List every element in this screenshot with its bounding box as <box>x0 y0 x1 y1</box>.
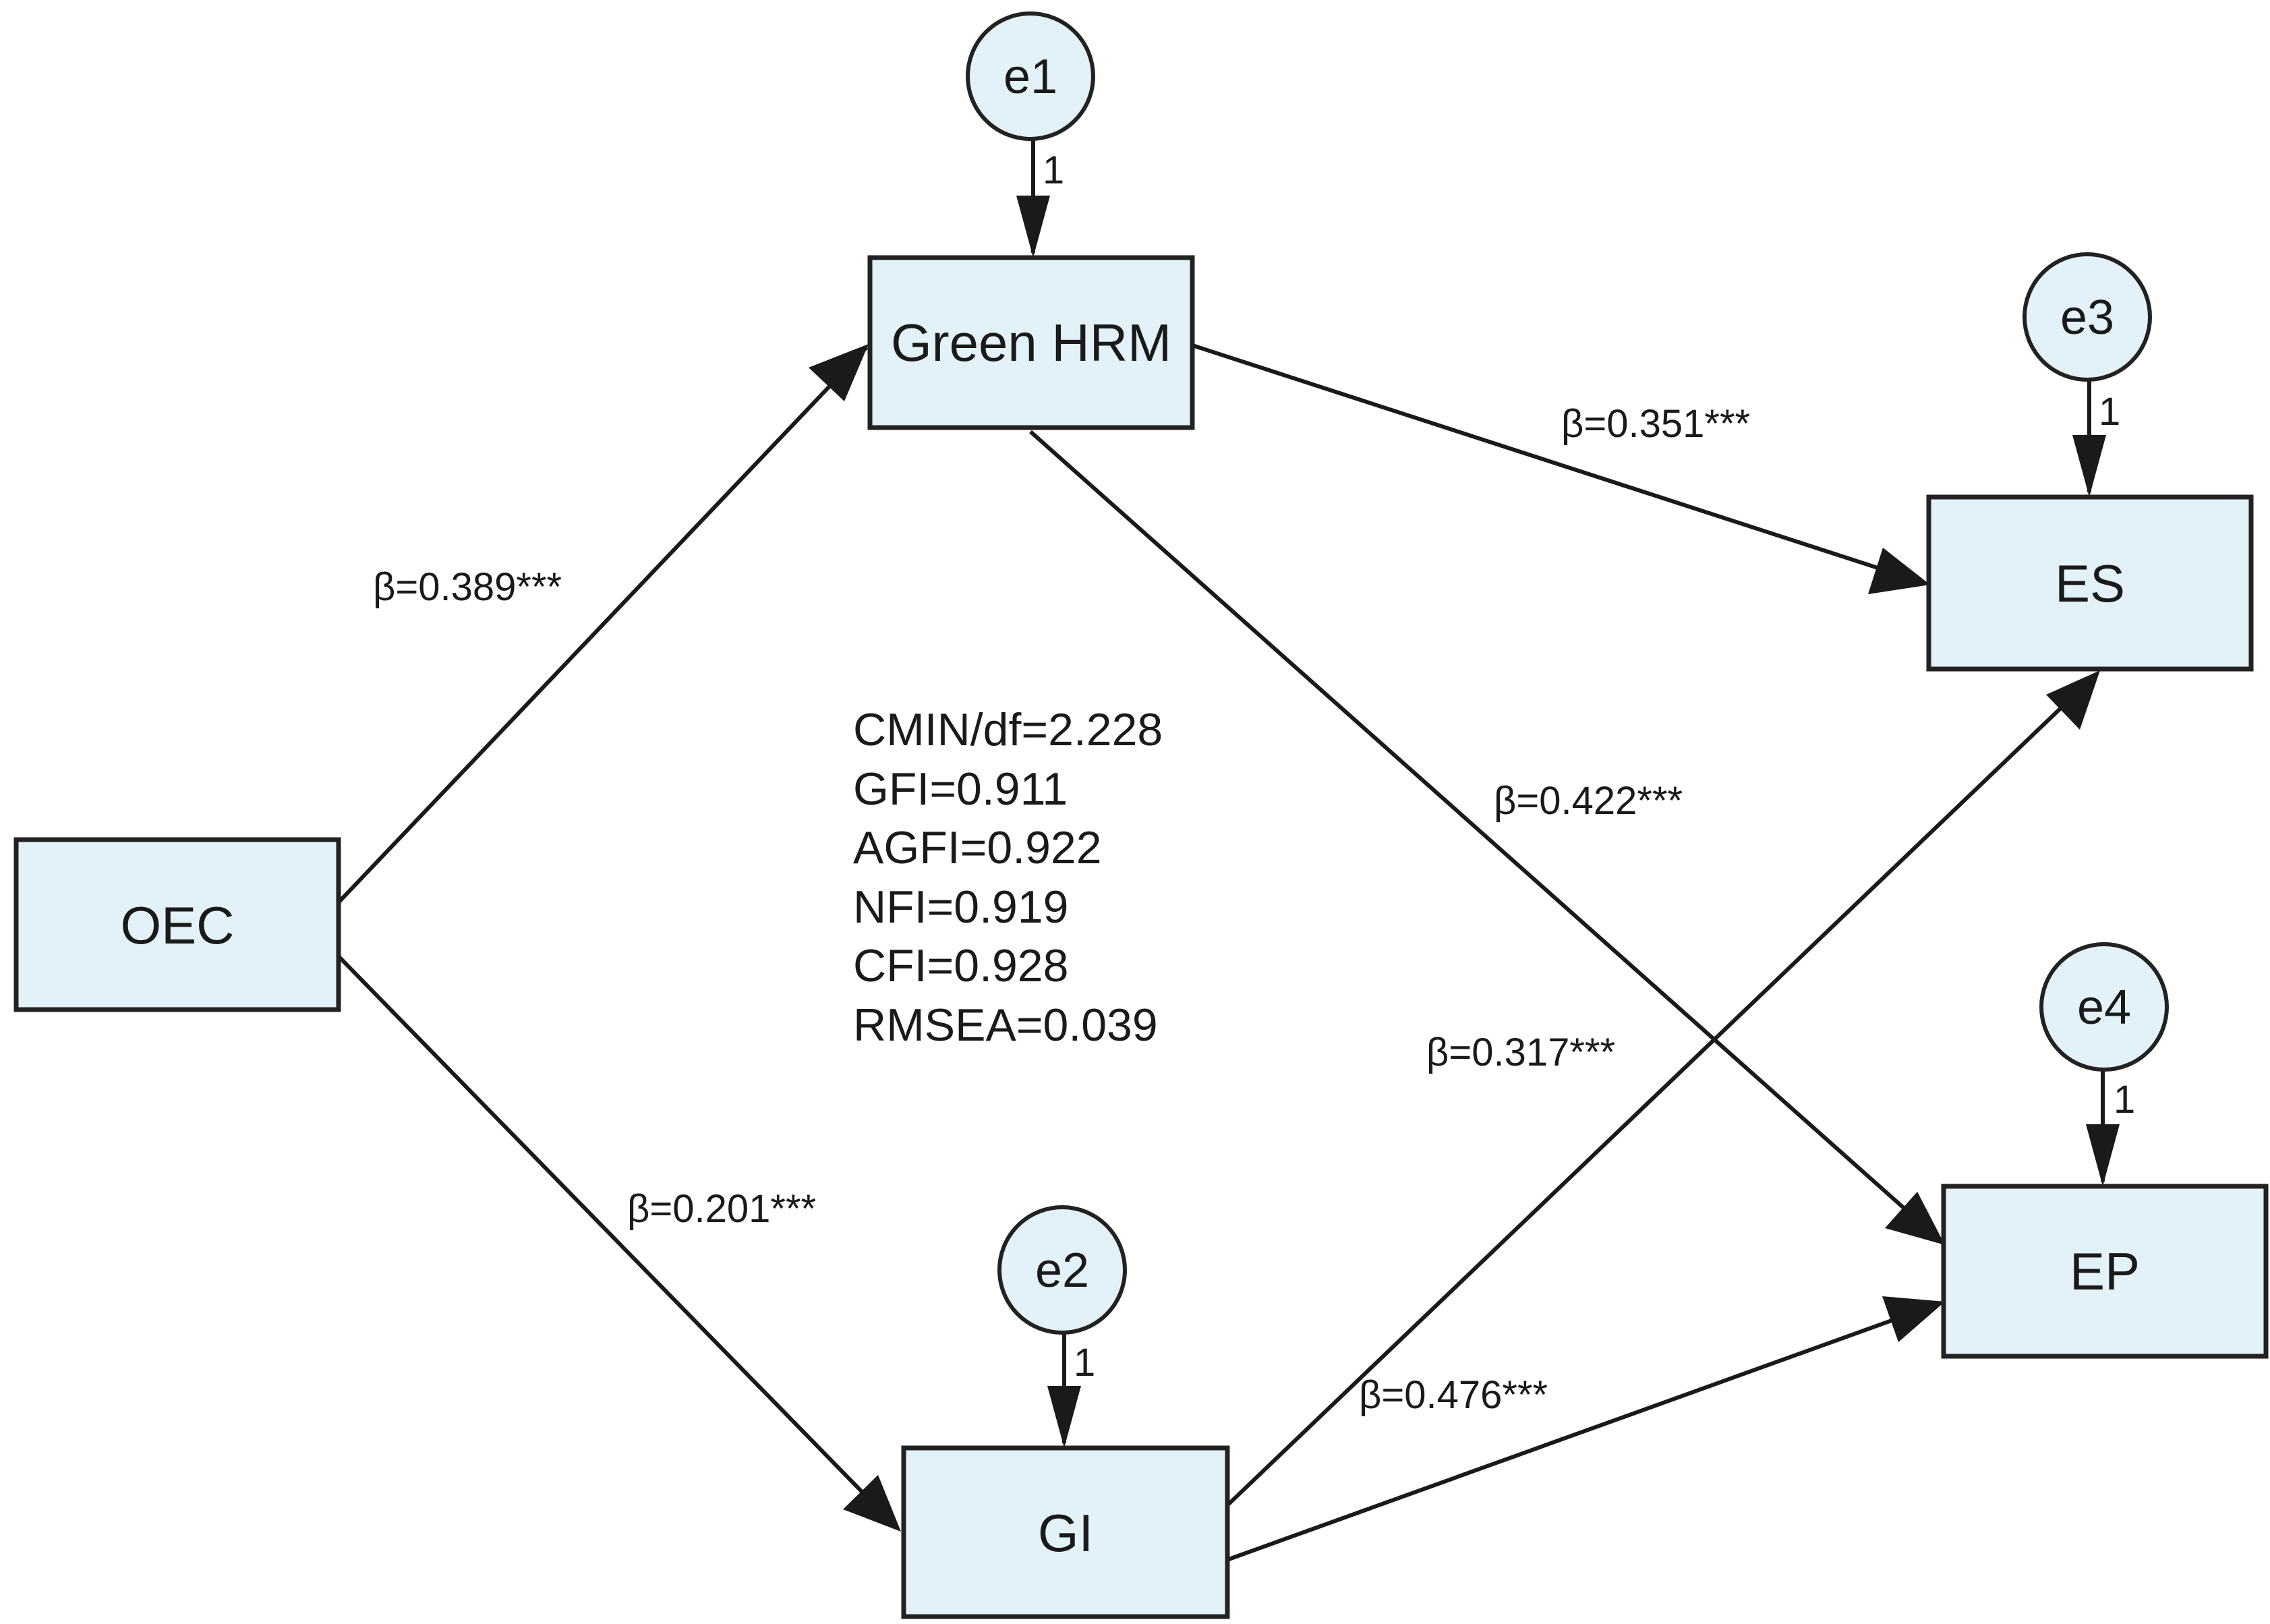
error-e1: e1 <box>966 11 1095 141</box>
fit-agfi: AGFI=0.922 <box>853 822 1102 873</box>
arrowhead-e1 <box>1016 196 1050 258</box>
fit-cmin-df: CMIN/df=2.228 <box>853 704 1163 755</box>
error-e1-weight: 1 <box>1043 148 1064 192</box>
node-ep-label: EP <box>2070 1242 2140 1301</box>
arrowhead-e2 <box>1047 1386 1081 1448</box>
error-e3: e3 <box>2022 252 2152 382</box>
fit-indices: CMIN/df=2.228 GFI=0.911 AGFI=0.922 NFI=0… <box>853 704 1163 1051</box>
error-e4: e4 <box>2039 942 2169 1072</box>
arrowhead-oec-to-gi <box>843 1475 901 1532</box>
node-gi: GI <box>901 1445 1230 1619</box>
path-gi-to-ep <box>1227 1301 1942 1561</box>
fit-gfi: GFI=0.911 <box>853 763 1068 815</box>
path-oec-to-green-hrm <box>337 345 869 904</box>
error-e4-weight: 1 <box>2114 1078 2135 1122</box>
path-gi-to-es <box>1227 672 2098 1506</box>
arrowhead-gi-to-es <box>2046 670 2100 730</box>
arrowhead-e3 <box>2072 435 2106 497</box>
node-green-hrm: Green HRM <box>867 255 1195 430</box>
error-e2-weight: 1 <box>1074 1341 1095 1385</box>
error-e3-label: e3 <box>2060 291 2114 345</box>
node-oec: OEC <box>13 837 341 1012</box>
arrowhead-green-hrm-to-es <box>1868 548 1930 594</box>
node-es: ES <box>1926 494 2254 672</box>
node-ep: EP <box>1941 1184 2269 1359</box>
path-oec-to-gi <box>337 954 899 1530</box>
node-gi-label: GI <box>1038 1503 1093 1563</box>
arrowhead-oec-to-green-hrm <box>809 344 869 401</box>
coef-oec-to-green-hrm: β=0.389*** <box>373 565 562 609</box>
arrowhead-gi-to-ep <box>1882 1296 1945 1342</box>
arrowhead-green-hrm-to-ep <box>1885 1192 1945 1245</box>
node-oec-label: OEC <box>120 896 234 955</box>
path-green-hrm-to-ep <box>1029 430 1942 1243</box>
error-e3-weight: 1 <box>2099 390 2120 434</box>
fit-rmsea: RMSEA=0.039 <box>853 999 1158 1051</box>
node-es-label: ES <box>2055 554 2125 613</box>
coef-gi-to-ep: β=0.476*** <box>1359 1373 1548 1417</box>
error-e2: e2 <box>997 1205 1127 1335</box>
arrowhead-e4 <box>2086 1124 2120 1186</box>
coef-gi-to-es: β=0.317*** <box>1426 1031 1615 1074</box>
error-e1-label: e1 <box>1003 50 1057 104</box>
path-green-hrm-to-es <box>1192 343 1926 585</box>
fit-nfi: NFI=0.919 <box>853 881 1068 933</box>
coef-oec-to-gi: β=0.201*** <box>627 1187 816 1231</box>
fit-cfi: CFI=0.928 <box>853 940 1068 991</box>
error-e4-label: e4 <box>2077 981 2131 1035</box>
coef-green-hrm-to-es: β=0.351*** <box>1561 402 1750 446</box>
error-e2-label: e2 <box>1035 1244 1089 1298</box>
coef-green-hrm-to-ep: β=0.422*** <box>1494 779 1683 823</box>
node-green-hrm-label: Green HRM <box>891 313 1171 372</box>
